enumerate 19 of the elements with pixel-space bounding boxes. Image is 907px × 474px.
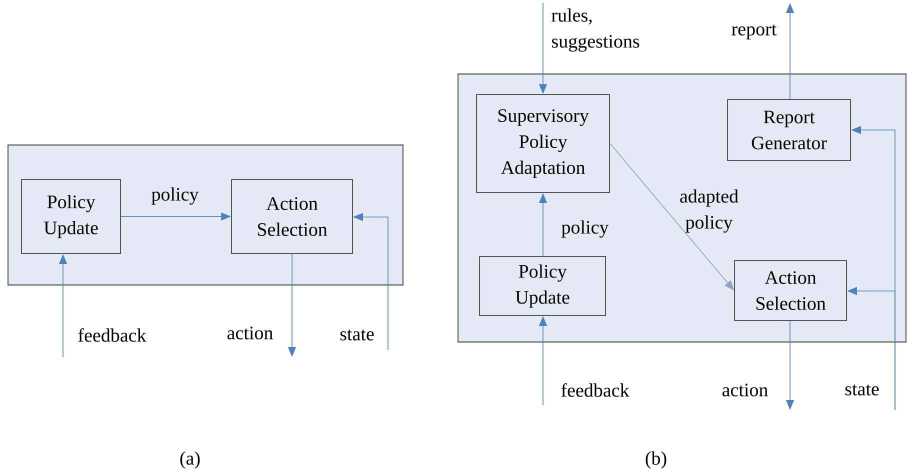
process-box: Policy Update bbox=[479, 256, 606, 316]
edge-label: feedback bbox=[561, 383, 630, 397]
edge-label: feedback bbox=[78, 328, 146, 342]
edge-label: action bbox=[227, 326, 273, 340]
edge-label: rules, suggestions bbox=[552, 8, 640, 52]
process-box: Action Selection bbox=[734, 260, 847, 321]
edge-label: policy bbox=[152, 187, 199, 205]
panel-label: (a) bbox=[180, 451, 200, 469]
panel-label: (b) bbox=[646, 451, 666, 469]
edge-label: action bbox=[722, 384, 768, 396]
process-box: Report Generator bbox=[727, 99, 851, 161]
edge-label: report bbox=[732, 24, 777, 40]
process-box: Action Selection bbox=[231, 179, 353, 254]
edge-label: state bbox=[845, 384, 879, 396]
process-box: Policy Update bbox=[21, 179, 121, 254]
edge-label: policy bbox=[562, 220, 609, 238]
edge-label: state bbox=[340, 330, 374, 340]
edge-label: adapted policy bbox=[680, 189, 738, 233]
process-box: Supervisory Policy Adaptation bbox=[476, 94, 610, 193]
